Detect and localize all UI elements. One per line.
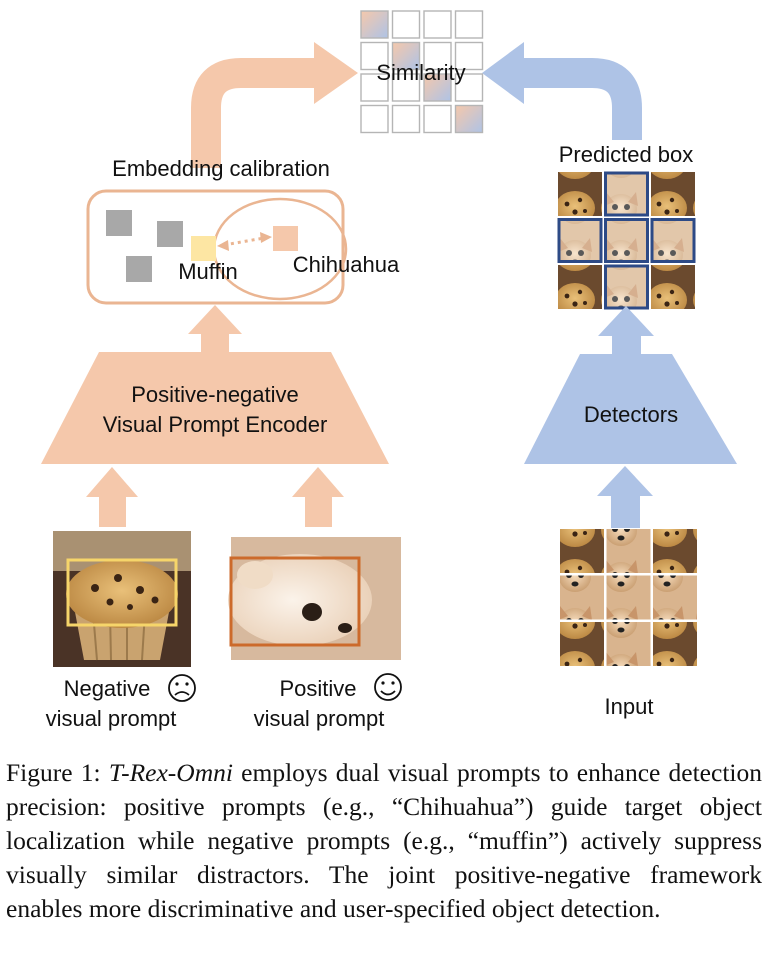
t-rex-omni-diagram: Similarity Embedding calibration Muffin …	[41, 10, 737, 731]
muffin-thumbnail	[560, 622, 604, 666]
input-arrow-shaft	[611, 494, 640, 528]
caption-text: employs dual visual prompts to enhance d…	[6, 758, 762, 923]
similarity-cell	[391, 10, 421, 39]
similarity-cell	[454, 104, 484, 134]
left-curved-arrow	[191, 58, 316, 168]
encoder-label-line2: Visual Prompt Encoder	[103, 412, 328, 437]
chihuahua-thumbnail	[651, 218, 695, 263]
positive-prompt-arrow-head	[292, 467, 344, 497]
predicted-bounding-box	[604, 264, 649, 310]
encoder-label-line1: Positive-negative	[131, 382, 299, 407]
figure-caption: Figure 1: T-Rex-Omni employs dual visual…	[6, 756, 762, 926]
visual-prompt-encoder	[41, 352, 389, 464]
similarity-matrix	[360, 10, 484, 134]
similarity-cell	[423, 73, 452, 102]
muffin-label: Muffin	[178, 259, 238, 284]
input-arrow-head	[597, 466, 653, 496]
similarity-cell	[454, 73, 484, 102]
positive-prompt-label-line2: visual prompt	[254, 706, 385, 731]
predicted-box-label: Predicted box	[559, 142, 694, 167]
chihuahua-thumbnail	[560, 575, 604, 620]
muffin-thumbnail	[558, 265, 602, 309]
muffin-thumbnail	[651, 172, 695, 216]
similarity-cell	[360, 41, 389, 71]
negative-embedding-square-1	[106, 210, 132, 236]
negative-prompt-label-line2: visual prompt	[46, 706, 177, 731]
chihuahua-thumbnail	[558, 218, 602, 263]
encoder-output-arrow-head	[188, 305, 242, 334]
frown-face-icon	[168, 674, 196, 702]
left-curved-arrow-head	[314, 42, 358, 104]
muffin-embedding-square	[191, 236, 216, 261]
negative-prompt-arrow-shaft	[99, 495, 126, 527]
chihuahua-thumbnail	[604, 218, 649, 263]
chihuahua-thumbnail	[606, 575, 651, 620]
push-apart-arrow-right	[260, 232, 272, 243]
positive-prompt-arrow-shaft	[305, 495, 332, 527]
muffin-thumbnail	[653, 622, 697, 666]
chihuahua-thumbnail	[606, 529, 651, 573]
negative-prompt-label-line1: Negative	[64, 676, 151, 701]
smile-face-icon	[374, 673, 402, 701]
positive-prompt-label-line1: Positive	[279, 676, 356, 701]
positive-prompt-chihuahua-image	[228, 537, 401, 660]
similarity-cell	[423, 10, 452, 39]
chihuahua-thumbnail	[606, 622, 651, 666]
predicted-bounding-box	[557, 218, 603, 263]
muffin-thumbnail	[560, 529, 604, 573]
similarity-cell	[360, 73, 389, 102]
push-apart-arrow-left	[217, 240, 229, 251]
predicted-box-grid	[557, 171, 696, 310]
detectors-block	[524, 354, 737, 464]
chihuahua-thumbnail	[653, 575, 697, 620]
similarity-cell	[391, 104, 421, 134]
similarity-cell	[454, 41, 484, 71]
right-curved-arrow-head	[482, 42, 524, 104]
predicted-bounding-box	[650, 218, 696, 263]
muffin-thumbnail	[653, 529, 697, 573]
predicted-bounding-box	[604, 218, 649, 263]
right-curved-arrow	[522, 58, 642, 140]
caption-figure-label: Figure 1:	[6, 758, 101, 787]
similarity-label: Similarity	[376, 60, 465, 85]
negative-prompt-arrow-head	[86, 467, 138, 497]
chihuahua-thumbnail	[604, 265, 649, 309]
muffin-thumbnail	[651, 265, 695, 309]
chihuahua-embedding-square	[273, 226, 298, 251]
similarity-cell	[360, 104, 389, 134]
input-label: Input	[605, 694, 654, 719]
detectors-label: Detectors	[584, 402, 678, 427]
caption-model-name: T-Rex-Omni	[108, 758, 233, 787]
similarity-cell	[454, 10, 484, 39]
similarity-cell	[391, 73, 421, 102]
chihuahua-thumbnail	[604, 172, 649, 216]
similarity-cell	[360, 10, 389, 39]
embedding-calibration-label: Embedding calibration	[112, 156, 330, 181]
similarity-cell	[423, 104, 452, 134]
negative-prompt-muffin-image	[53, 531, 191, 667]
input-image-grid	[560, 529, 697, 666]
predicted-bounding-box	[604, 171, 649, 217]
chihuahua-label: Chihuahua	[293, 252, 400, 277]
negative-embedding-square-3	[126, 256, 152, 282]
similarity-cell	[391, 41, 421, 71]
muffin-thumbnail	[558, 172, 602, 216]
detector-output-arrow-head	[598, 306, 654, 336]
similarity-cell	[423, 41, 452, 71]
negative-embedding-square-2	[157, 221, 183, 247]
